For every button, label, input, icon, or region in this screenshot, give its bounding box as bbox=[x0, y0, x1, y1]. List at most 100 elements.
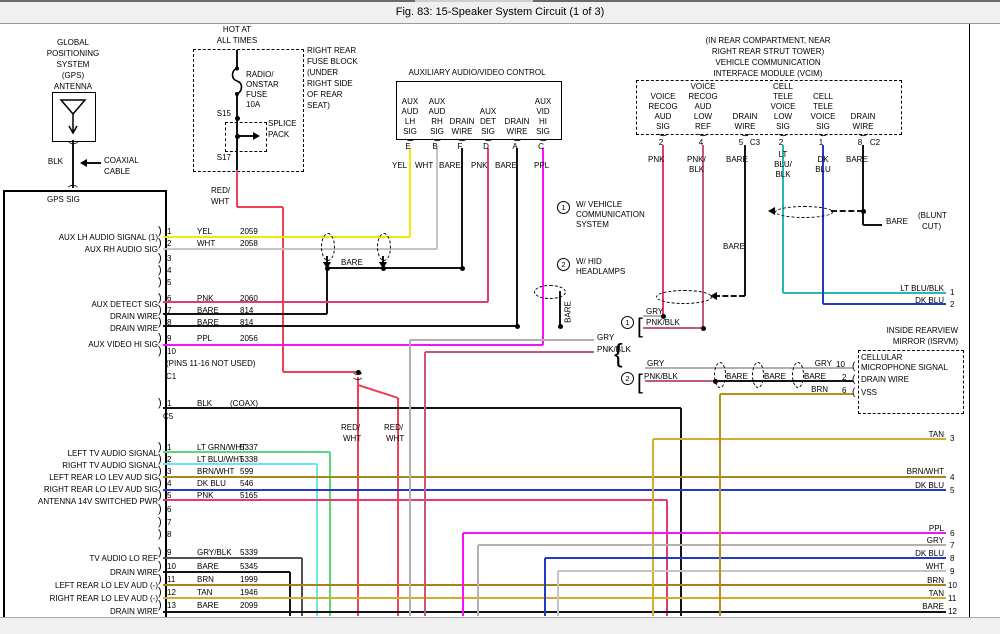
radio-c1-pin-bracket: ) bbox=[158, 252, 162, 264]
wire-label: 10 bbox=[948, 581, 957, 590]
wire-label: TELE bbox=[772, 92, 794, 101]
gps-antenna-symbol bbox=[59, 99, 87, 135]
wire-label: VOICE bbox=[650, 92, 676, 101]
wire-label: WHT bbox=[386, 434, 405, 443]
wire-label: C bbox=[538, 142, 544, 151]
wire-label: AUX bbox=[401, 97, 419, 106]
wire-hot-feed bbox=[236, 158, 238, 170]
wire-label: BARE bbox=[922, 602, 944, 611]
radio-c1-pin-number: 8 bbox=[167, 318, 172, 327]
wire-dkblu-8 bbox=[544, 558, 546, 616]
wire-label: SIG bbox=[481, 127, 495, 136]
wire-coax-antenna bbox=[72, 140, 74, 188]
wire-label: WHT bbox=[211, 197, 230, 206]
wire-label: VOICE bbox=[690, 82, 716, 91]
radio-c1-wire-color: PNK bbox=[197, 294, 214, 303]
radio-lower-wire-color: PNK bbox=[197, 491, 214, 500]
wire-trunk-gry bbox=[409, 340, 411, 616]
radio-lower-circuit-number: 1999 bbox=[240, 575, 258, 584]
wire-label: SEAT) bbox=[307, 101, 330, 110]
pin-arc: ) bbox=[431, 138, 443, 142]
wire-label: 8 bbox=[950, 554, 955, 563]
wire-label: WHT bbox=[415, 161, 434, 170]
radio-lower-circuit-number: 5345 bbox=[240, 562, 258, 571]
radio-c1-pin-bracket: ) bbox=[158, 292, 162, 304]
wire-label: PNK bbox=[471, 161, 488, 170]
wire-label: 6 bbox=[950, 529, 955, 538]
wire-label: W/ HID bbox=[576, 257, 602, 266]
wire-trunk-pnkblk bbox=[424, 352, 426, 616]
radio-c5-pin-number: 1 bbox=[167, 399, 172, 408]
twisted-pair-marker bbox=[775, 206, 833, 218]
wire-bare-5345 bbox=[289, 572, 291, 616]
wire-red-wht bbox=[397, 398, 399, 616]
radio-c1-pin-bracket: ) bbox=[158, 237, 162, 249]
wire-label: TELE bbox=[812, 102, 834, 111]
wire-label: PNK bbox=[648, 155, 665, 164]
wire-label: INTERFACE MODULE (VCIM) bbox=[713, 69, 823, 78]
wire-cell-shield-dash bbox=[831, 210, 863, 212]
isrvm-pin-function: VSS bbox=[861, 388, 878, 397]
diagram-right-border bbox=[969, 24, 970, 617]
wire-label: VOICE bbox=[770, 102, 796, 111]
rear-fuse-block-box bbox=[193, 49, 304, 172]
wire-label: AUD bbox=[428, 107, 446, 116]
wire-ltbluwht-5338 bbox=[163, 463, 317, 465]
radio-c1-pin-bracket: ) bbox=[158, 332, 162, 344]
wire-label: AUD bbox=[654, 112, 672, 121]
pin-arc: ) bbox=[511, 138, 523, 142]
window-chrome-bottom bbox=[0, 617, 1000, 634]
wire-label: ONSTAR bbox=[246, 80, 279, 89]
wire-label: GRY bbox=[646, 307, 664, 316]
wire-label: GLOBAL bbox=[56, 38, 90, 47]
wire-label: WIRE bbox=[506, 127, 528, 136]
wire-label: LOW bbox=[773, 112, 793, 121]
wire-label: (GPS) bbox=[61, 71, 85, 80]
radio-c1-pin-bracket: ) bbox=[158, 316, 162, 328]
wire-label: 5 bbox=[738, 138, 744, 147]
circled-note-1: 1 bbox=[621, 316, 634, 329]
radio-c5-wire-color: BLK bbox=[197, 399, 213, 408]
radio-c1-wire-color: PPL bbox=[197, 334, 213, 343]
radio-lower-pin-number: 13 bbox=[167, 601, 176, 610]
junction-dot bbox=[558, 324, 563, 329]
wire-bare-f-drain bbox=[326, 268, 328, 314]
radio-c1-circuit-number: 2058 bbox=[240, 239, 258, 248]
arrowhead-left bbox=[80, 159, 87, 167]
wire-label: 4 bbox=[950, 473, 955, 482]
radio-lower-pin-number: 6 bbox=[167, 505, 172, 514]
wire-label: 1 bbox=[950, 288, 955, 297]
radio-c1-pin-function: AUX LH AUDIO SIGNAL (1) bbox=[58, 233, 158, 242]
radio-c1-pin-number: 2 bbox=[167, 239, 172, 248]
arrowhead-down bbox=[323, 262, 331, 269]
radio-c5-connector-label: C5 bbox=[163, 412, 174, 421]
wire-label: B bbox=[432, 142, 438, 151]
wire-ppl-2056 bbox=[163, 344, 543, 346]
junction-dot bbox=[701, 326, 706, 331]
wire-brnwht-599 bbox=[163, 476, 946, 478]
wire-brn-isrvm bbox=[719, 394, 721, 616]
wire-label: RED/ bbox=[384, 423, 404, 432]
radio-lower-pin-number: 4 bbox=[167, 479, 172, 488]
wire-label: TAN bbox=[928, 430, 944, 439]
radio-lower-circuit-number: 1946 bbox=[240, 588, 258, 597]
pin-arc: ) bbox=[817, 133, 829, 137]
radio-lower-pin-function: DRAIN WIRE bbox=[110, 568, 158, 577]
radio-c1-pin-number: 9 bbox=[167, 334, 172, 343]
wire-label: (UNDER bbox=[307, 68, 339, 77]
wire-label: BARE bbox=[439, 161, 461, 170]
bracket: [ bbox=[637, 371, 643, 394]
isrvm-pin-bracket: ( bbox=[852, 361, 856, 372]
wire-label: BARE bbox=[341, 258, 363, 267]
wire-label: 8 bbox=[857, 138, 863, 147]
inline-connector: ) bbox=[353, 377, 364, 381]
wire-label: DRAIN bbox=[449, 117, 475, 126]
wire-trunk-pnkblk bbox=[425, 351, 594, 353]
wire-label: SIG bbox=[656, 122, 670, 131]
wire-yel-2059 bbox=[409, 148, 411, 237]
inline-connector: ) bbox=[353, 372, 364, 376]
wire-tan-1946 bbox=[163, 597, 946, 599]
wire-label: WIRE bbox=[734, 122, 756, 131]
pin-arc: ) bbox=[657, 133, 669, 137]
wire-label: 7 bbox=[950, 541, 955, 550]
